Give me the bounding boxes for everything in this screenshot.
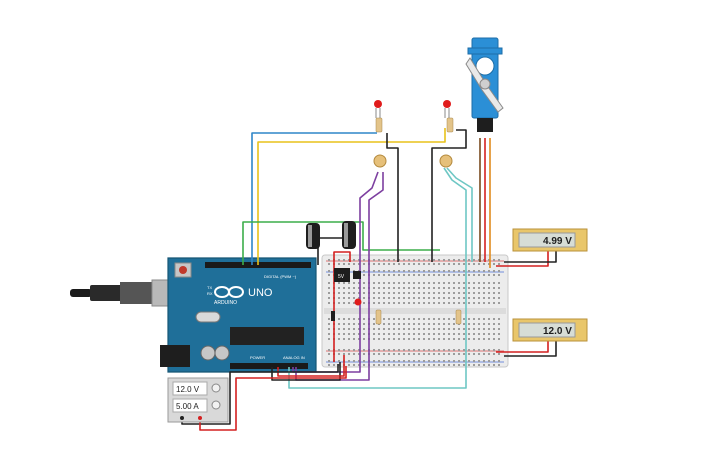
breadboard-holes — [328, 259, 500, 366]
power-analog-header[interactable] — [230, 363, 308, 369]
capacitor-right[interactable] — [342, 221, 356, 249]
resistor-right[interactable] — [446, 117, 454, 133]
wire-voltmeter-top-black — [504, 250, 557, 263]
rx-label: RX — [207, 291, 213, 296]
wire-purple-b — [292, 171, 379, 373]
servo-horn-icon[interactable] — [465, 57, 504, 113]
power-jack — [160, 345, 190, 367]
servo-connector — [477, 118, 493, 132]
psu-current-knob-icon[interactable] — [211, 400, 221, 410]
red-led-left[interactable] — [374, 100, 382, 118]
power-supply[interactable]: 12.0 V 5.00 A — [167, 377, 229, 423]
arduino-uno-board[interactable]: UNO ARDUINO DIGITAL (PWM ~) POWER ANALOG… — [70, 257, 317, 373]
wire-teal-b — [446, 167, 473, 262]
svg-text:5V: 5V — [338, 274, 345, 280]
resistor-bb-left[interactable] — [375, 309, 382, 325]
photoresistor-right[interactable] — [439, 154, 453, 168]
wire-voltmeter-bottom-black — [504, 340, 557, 357]
power-label: POWER — [250, 355, 265, 360]
transistor[interactable] — [353, 271, 361, 279]
psu-current-readout: 5.00 A — [176, 402, 199, 411]
psu-positive-terminal[interactable] — [198, 416, 202, 420]
psu-voltage-knob-icon[interactable] — [211, 383, 221, 393]
servo-motor[interactable] — [465, 37, 504, 132]
wire-black-psu — [181, 364, 339, 425]
voltmeter-bottom[interactable]: 12.0 V — [512, 318, 588, 342]
voltage-regulator[interactable]: 5V — [334, 268, 350, 282]
analog-label: ANALOG IN — [283, 355, 305, 360]
wire-black-b — [431, 129, 467, 262]
wire-black-a — [386, 133, 399, 262]
wire-voltmeter-bottom-red — [496, 340, 549, 353]
capacitor-left[interactable] — [306, 223, 320, 249]
resistor-bb-right[interactable] — [455, 309, 462, 325]
psu-voltage-readout: 12.0 V — [176, 385, 200, 394]
red-led-right[interactable] — [443, 100, 451, 118]
wire-black-arduino-gnd — [271, 362, 341, 381]
photoresistor-left[interactable] — [373, 154, 387, 168]
red-led-breadboard[interactable] — [354, 298, 362, 306]
wire-blue — [251, 132, 377, 265]
voltmeter-top-reading: 4.99 V — [543, 236, 572, 247]
wire-voltmeter-top-red — [496, 250, 549, 267]
wire-red-psu — [199, 366, 347, 431]
psu-negative-terminal[interactable] — [180, 416, 184, 420]
uno-logo-text: UNO — [248, 287, 273, 299]
diode[interactable] — [331, 311, 335, 321]
tx-label: TX — [207, 285, 212, 290]
voltmeter-bottom-reading: 12.0 V — [543, 326, 572, 337]
arduino-logo — [214, 286, 244, 298]
wire-teal-a — [288, 167, 467, 389]
wire-green — [242, 221, 440, 265]
wire-yellow — [257, 128, 446, 265]
voltmeter-top[interactable]: 4.99 V — [512, 228, 588, 252]
wires — [181, 128, 557, 431]
reset-button-icon[interactable] — [179, 266, 187, 274]
resistor-left[interactable] — [375, 117, 383, 133]
arduino-brand-text: ARDUINO — [214, 300, 237, 306]
wire-red-power — [333, 251, 351, 362]
digital-label: DIGITAL (PWM ~) — [264, 274, 297, 279]
